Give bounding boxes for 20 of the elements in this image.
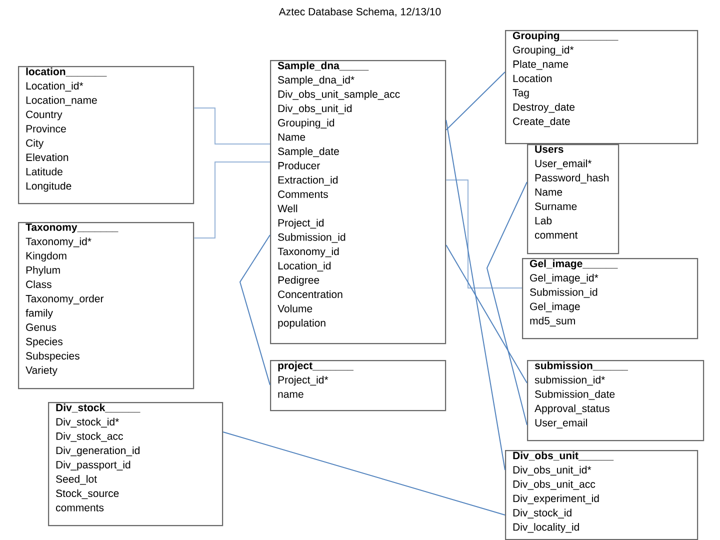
connector-line: [239, 234, 270, 386]
table-box: Sample_dna_____ Sample_dna_id* Div_obs_unit_sample_acc Div_obs_unit_id Grouping_id Name Sample_date Producer Extraction_id Comments Well Project_id Submission_id Taxonomy_id Location_id Pedigree Concentration Volume population: [270, 60, 446, 344]
table-box: project_______ Project_id* name: [270, 360, 446, 412]
connector-line: [194, 108, 270, 144]
table-box: Grouping__________ Grouping_id* Plate_name Location Tag Destroy_date Create_date: [505, 30, 698, 144]
table-box: Div_obs_unit______ Div_obs_unit_id* Div_obs_unit_acc Div_experiment_id Div_stock_id Div_locality_id: [505, 450, 698, 540]
table-box: Div_stock______ Div_stock_id* Div_stock_acc Div_generation_id Div_passport_id Seed_lot Stock_source comments: [48, 402, 224, 526]
connector-line: [222, 432, 506, 516]
connector-line: [446, 244, 528, 384]
table-box: Gel_image______ Gel_image_id* Submission_id Gel_image md5_sum: [522, 258, 698, 340]
connector-line: [446, 120, 506, 470]
connector-line: [446, 180, 522, 288]
table-box: submission______ submission_id* Submission_date Approval_status User_email: [527, 360, 704, 442]
connector-line: [446, 72, 506, 130]
connector-line: [486, 182, 528, 426]
title: Aztec Database Schema, 12/13/10: [278, 8, 441, 17]
table-box: Users User_email* Password_hash Name Surname Lab comment: [527, 144, 620, 254]
connector-line: [194, 162, 270, 238]
table-box: Taxonomy_______ Taxonomy_id* Kingdom Phylum Class Taxonomy_order family Genus Species Subspecies Variety: [18, 222, 194, 390]
table-box: location_______ Location_id* Location_name Country Province City Elevation Latitude Longitude: [18, 66, 194, 204]
